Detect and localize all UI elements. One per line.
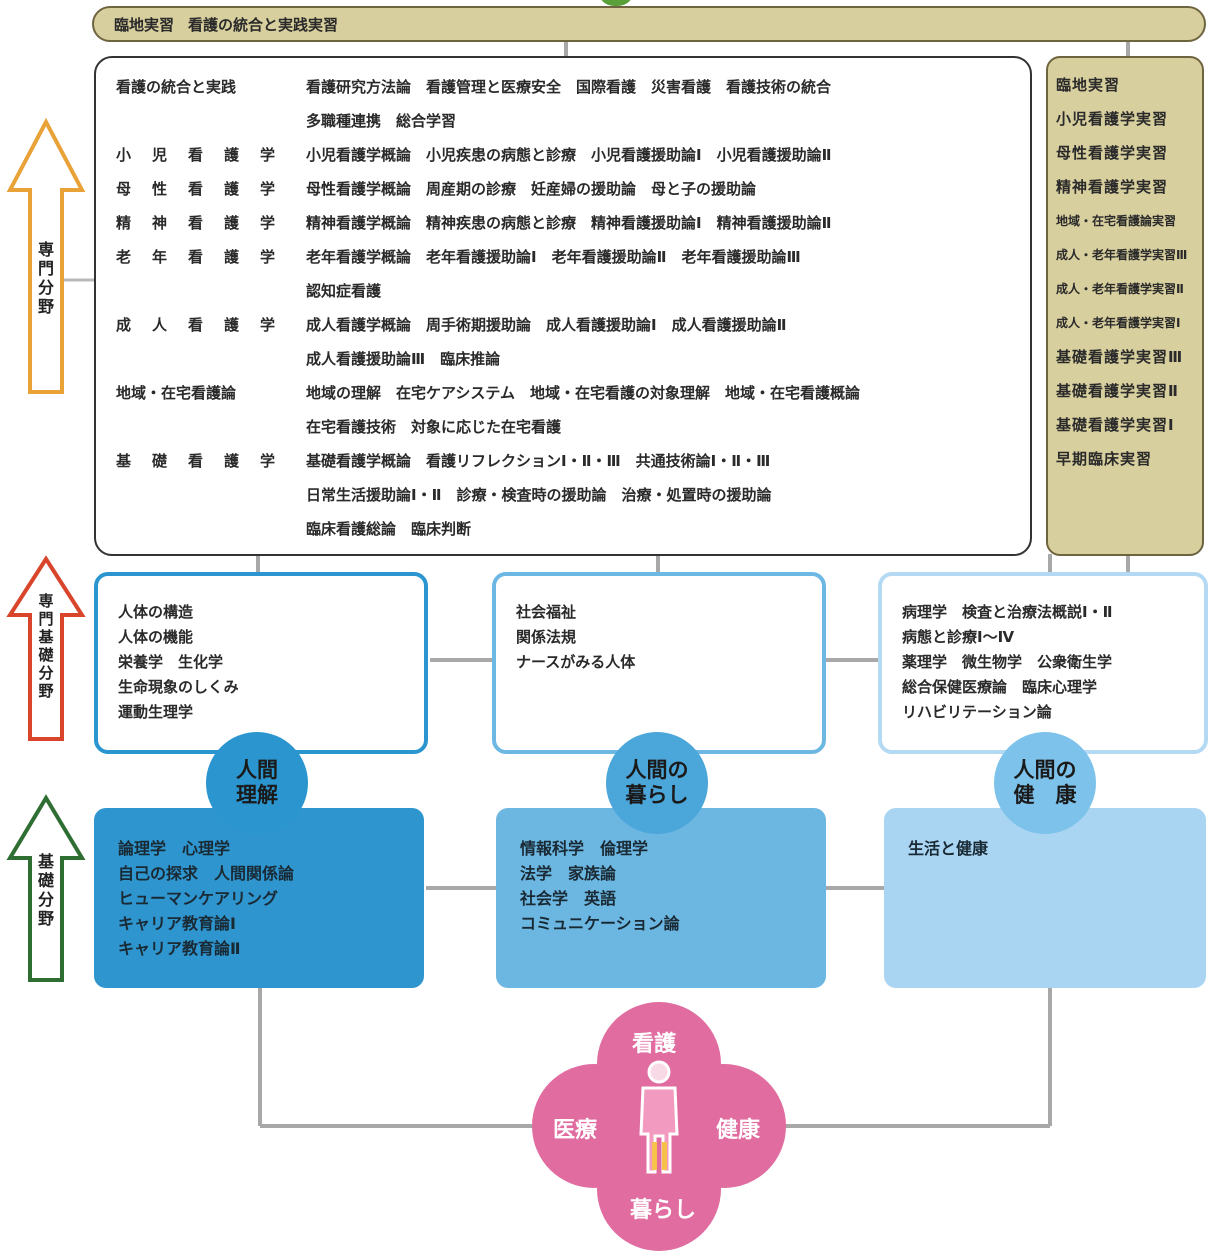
practicum-item: 成人・老年看護学実習Ⅰ [1056, 316, 1181, 330]
practicum-list-box: 臨地実習 小児看護学実習 母性看護学実習 精神看護学実習 地域・在宅看護論実習 … [1046, 56, 1204, 556]
flower-label-living: 暮らし [630, 1198, 697, 1223]
flower-label-medical: 医療 [553, 1118, 598, 1143]
practicum-item: 基礎看護学実習Ⅰ [1056, 416, 1175, 434]
theme-line: 人間の [625, 758, 689, 782]
course-line: キャリア教育論Ⅱ [118, 939, 241, 958]
theme-line: 理解 [236, 783, 278, 807]
course-line: コミュニケーション論 [520, 914, 680, 933]
course-line: 運動生理学 [118, 703, 194, 721]
theme-circle-understanding: 人間理解 [206, 732, 308, 834]
practicum-item: 早期臨床実習 [1056, 450, 1153, 468]
course-line: 総合保健医療論 臨床心理学 [902, 678, 1098, 696]
foundation-box-understanding: 人体の構造 人体の機能 栄養学 生化学 生命現象のしくみ 運動生理学 [94, 572, 428, 754]
subject-name: 小児看護学 [116, 146, 297, 164]
practicum-item: 精神看護学実習 [1056, 178, 1169, 196]
subject-name: 地域・在宅看護論 [116, 384, 237, 402]
theme-circle-health: 人間の健 康 [994, 732, 1096, 834]
subject-name: 精神看護学 [116, 214, 297, 232]
course-line: 日常生活援助論Ⅰ・Ⅱ 診療・検査時の援助論 治療・処置時の援助論 [306, 486, 772, 504]
professional-foundation-arrow-label: 専門基礎分野 [38, 592, 54, 700]
subject-name: 基礎看護学 [116, 452, 297, 470]
practicum-item: 地域・在宅看護論実習 [1056, 214, 1177, 228]
subject-name: 老年看護学 [116, 248, 297, 266]
professional-arrow-icon [6, 118, 86, 394]
course-line: 在宅看護技術 対象に応じた在宅看護 [306, 418, 562, 436]
course-line: 臨床看護総論 臨床判断 [306, 520, 472, 538]
course-line: キャリア教育論Ⅰ [118, 914, 236, 933]
course-line: ヒューマンケアリング [118, 889, 279, 908]
course-line: 認知症看護 [306, 282, 382, 300]
professional-subjects-box: 看護の統合と実践 看護研究方法論 看護管理と医療安全 国際看護 災害看護 看護技… [94, 56, 1032, 556]
theme-line: 暮らし [625, 783, 689, 807]
foundation-box-living: 社会福祉 関係法規 ナースがみる人体 [492, 572, 826, 754]
course-line: 論理学 心理学 [118, 839, 231, 858]
course-line: 小児看護学概論 小児疾患の病態と診療 小児看護援助論Ⅰ 小児看護援助論Ⅱ [306, 146, 832, 164]
banner-label-practicum: 臨地実習 [114, 15, 175, 34]
practicum-item: 母性看護学実習 [1056, 144, 1169, 162]
course-line: 地域の理解 在宅ケアシステム 地域・在宅看護の対象理解 地域・在宅看護概論 [306, 384, 860, 402]
basic-box-living: 情報科学 倫理学 法学 家族論 社会学 英語 コミュニケーション論 [496, 808, 826, 988]
course-line: 成人看護援助論Ⅲ 臨床推論 [306, 350, 501, 368]
course-line: 社会福祉 [516, 603, 577, 621]
course-line: ナースがみる人体 [516, 653, 636, 671]
course-line: 人体の構造 [118, 603, 194, 621]
foundation-box-health: 病理学 検査と治療法概説Ⅰ・Ⅱ 病態と診療Ⅰ～Ⅳ 薬理学 微生物学 公衆衛生学 … [878, 572, 1208, 754]
subject-name: 母性看護学 [116, 180, 297, 198]
course-line: 病態と診療Ⅰ～Ⅳ [902, 628, 1015, 646]
course-line: 精神看護学概論 精神疾患の病態と診療 精神看護援助論Ⅰ 精神看護援助論Ⅱ [306, 214, 832, 232]
course-line: 社会学 英語 [520, 889, 617, 908]
course-line: 基礎看護学概論 看護リフレクションⅠ・Ⅱ・Ⅲ 共通技術論Ⅰ・Ⅱ・Ⅲ [306, 452, 771, 470]
course-line: 母性看護学概論 周産期の診療 妊産婦の援助論 母と子の援助論 [306, 180, 757, 198]
basic-box-health: 生活と健康 [884, 808, 1206, 988]
course-line: 老年看護学概論 老年看護援助論Ⅰ 老年看護援助論Ⅱ 老年看護援助論Ⅲ [306, 248, 801, 266]
professional-arrow-label: 専門分野 [37, 240, 54, 316]
course-line: 成人看護学概論 周手術期援助論 成人看護援助論Ⅰ 成人看護援助論Ⅱ [306, 316, 787, 334]
subject-name: 看護の統合と実践 [116, 78, 237, 96]
course-line: 生活と健康 [908, 839, 989, 858]
top-connector-dot [598, 0, 634, 6]
subject-name: 成人看護学 [116, 316, 297, 334]
course-line: 薬理学 微生物学 公衆衛生学 [902, 653, 1113, 671]
basic-box-understanding: 論理学 心理学 自己の探求 人間関係論 ヒューマンケアリング キャリア教育論Ⅰ … [94, 808, 424, 988]
practicum-item: 成人・老年看護学実習Ⅱ [1056, 282, 1184, 296]
flower-label-health: 健康 [716, 1118, 761, 1143]
practicum-item: 臨地実習 [1056, 76, 1121, 94]
course-line: 栄養学 生化学 [118, 653, 224, 671]
course-line: 自己の探求 人間関係論 [118, 864, 295, 883]
course-line: 病理学 検査と治療法概説Ⅰ・Ⅱ [902, 603, 1113, 621]
flower-icon [532, 1002, 786, 1251]
theme-line: 人間の [1013, 758, 1077, 782]
professional-foundation-arrow-icon [6, 555, 86, 741]
practicum-banner: 臨地実習 看護の統合と実践実習 [92, 6, 1206, 42]
practicum-item: 成人・老年看護学実習Ⅲ [1056, 248, 1188, 262]
basic-arrow-label: 基礎分野 [37, 852, 54, 928]
practicum-item: 基礎看護学実習Ⅱ [1056, 382, 1179, 400]
course-line: 情報科学 倫理学 [520, 839, 649, 858]
course-line: 法学 家族論 [520, 864, 617, 883]
course-line: 人体の機能 [118, 628, 194, 646]
theme-line: 健 康 [1013, 783, 1077, 807]
course-line: 多職種連携 総合学習 [306, 112, 457, 130]
course-line: リハビリテーション論 [902, 703, 1052, 721]
course-line: 看護研究方法論 看護管理と医療安全 国際看護 災害看護 看護技術の統合 [306, 78, 832, 96]
basic-arrow-icon [6, 794, 86, 982]
practicum-item: 基礎看護学実習Ⅲ [1056, 348, 1184, 366]
practicum-item: 小児看護学実習 [1056, 110, 1169, 128]
banner-label-integration: 看護の統合と実践実習 [188, 15, 339, 34]
course-line: 生命現象のしくみ [118, 678, 239, 696]
flower-label-nursing: 看護 [632, 1032, 677, 1057]
theme-circle-living: 人間の暮らし [606, 732, 708, 834]
course-line: 関係法規 [516, 628, 577, 646]
theme-line: 人間 [236, 758, 278, 782]
